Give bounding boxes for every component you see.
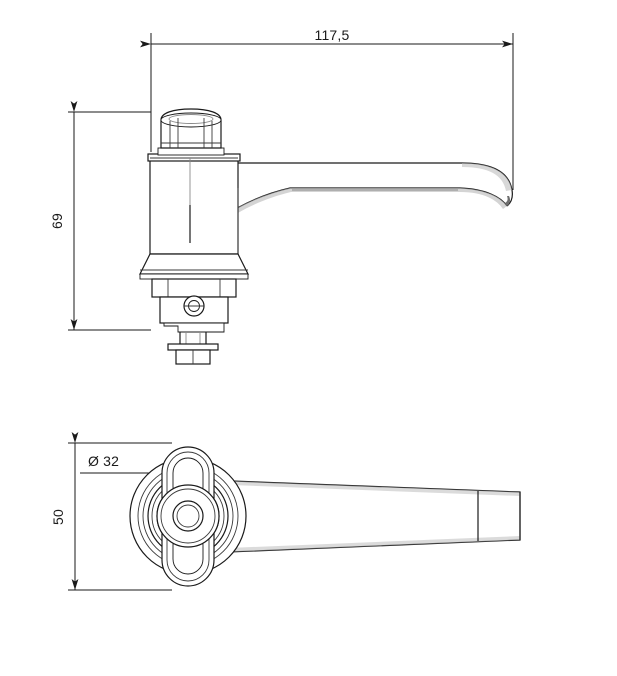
flange-cone: [139, 253, 249, 275]
plan-view: 50 Ø 32: [50, 432, 521, 591]
flange-base-plate: [139, 273, 249, 280]
cap-dome: [160, 112, 222, 128]
spout-tip-shading: [505, 196, 511, 206]
stem-collar: [151, 278, 237, 298]
dimension-label-overall-width: 50: [50, 509, 66, 525]
handle-bore-overlay: [172, 500, 204, 532]
dimension-label-overall-height: 69: [49, 213, 65, 229]
handle-bore-overlay-ring: [176, 504, 200, 528]
faucet-body: [147, 153, 241, 255]
washer: [167, 343, 219, 351]
spout-bottom-shade: [205, 536, 520, 553]
cap-dome-inner: [168, 114, 214, 124]
cartridge-cap: [157, 108, 225, 156]
spout-top-shade: [205, 480, 520, 496]
side-elevation-view: 117,5 69: [49, 27, 514, 365]
dimension-label-overall-length: 117,5: [315, 27, 350, 43]
dimension-overall-length: 117,5: [140, 27, 514, 190]
cap-base-plate: [157, 147, 225, 156]
spout-top-shading: [462, 163, 512, 191]
stem-assembly: [151, 278, 237, 365]
lever-handle-plan: [156, 446, 220, 587]
dimension-overall-height: 69: [49, 101, 151, 331]
dimension-label-flange-diameter: Ø 32: [88, 453, 119, 469]
stem-ledge: [163, 322, 225, 333]
body-block: [149, 157, 239, 255]
mounting-flange: [139, 253, 249, 280]
spout-plan: [204, 479, 521, 554]
handle-hub-overlay-ring: [160, 488, 216, 544]
dimension-overall-width: 50: [50, 432, 172, 591]
